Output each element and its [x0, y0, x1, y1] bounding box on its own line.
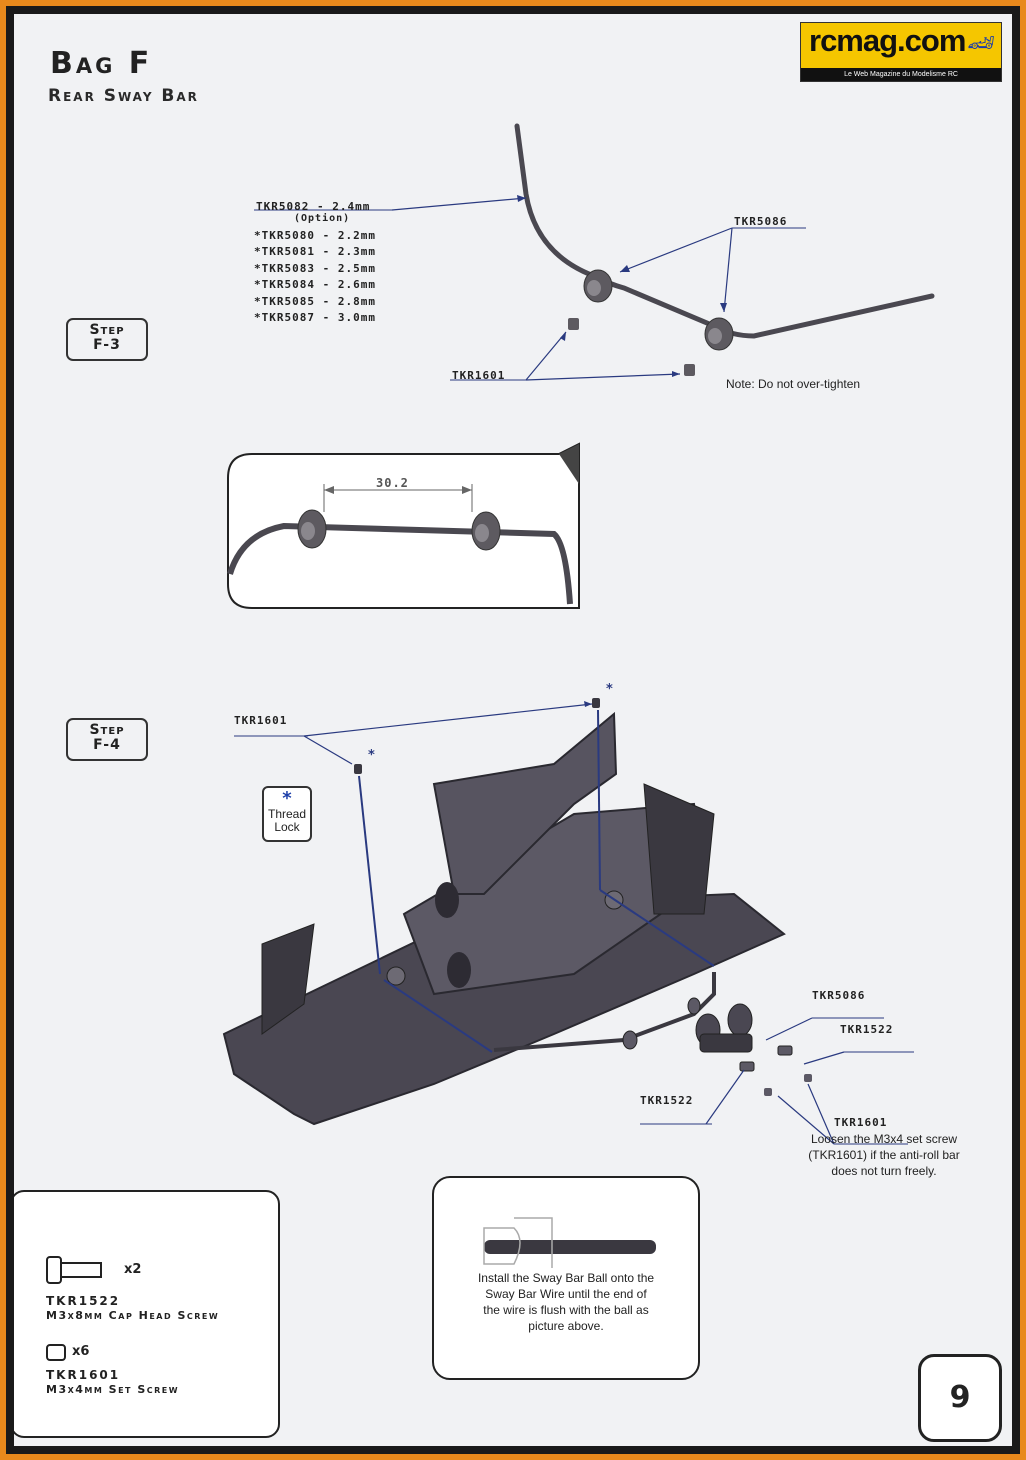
step-f4-diagram	[222, 698, 914, 1145]
part-qty: x6	[72, 1344, 90, 1359]
set-screw	[568, 318, 579, 330]
sway-bar-wire	[484, 1240, 656, 1254]
leader-line	[303, 735, 353, 765]
leader-line	[303, 703, 593, 737]
leader-line	[525, 373, 681, 381]
leader-line	[705, 1069, 745, 1125]
page-subtitle: Rear Sway Bar	[48, 86, 199, 106]
thread-lock-badge: * Thread Lock	[262, 786, 312, 842]
front-bulkhead-plate	[643, 783, 715, 915]
output-cup	[447, 952, 471, 988]
mount-part-label: TKR5086	[812, 989, 866, 1002]
step-word: Step	[89, 722, 125, 738]
leader-line	[525, 331, 567, 381]
part-code: TKR1522	[46, 1294, 121, 1308]
shock-tower	[432, 711, 618, 895]
option-label: (Option)	[294, 213, 351, 224]
exploded-sway-bar-mount	[695, 1003, 753, 1053]
rear-wing-plate	[261, 923, 315, 1035]
option-part-2: *TKR5081 - 2.3mm	[254, 245, 376, 258]
thread-lock-marker: *	[606, 682, 613, 697]
sway-bar-ball-illustration	[483, 1217, 656, 1268]
sway-bar-mount-right	[704, 317, 734, 351]
part-qty: x2	[124, 1262, 142, 1277]
set-screw-part-label: TKR1601	[834, 1116, 888, 1129]
guide-line	[358, 775, 381, 975]
set-screw	[354, 764, 362, 774]
guide-line	[597, 709, 601, 891]
rcmag-logo[interactable]: rcmag.com 🏎 Le Web Magazine du Modelisme…	[800, 22, 1002, 82]
option-part-1: *TKR5080 - 2.2mm	[254, 229, 376, 242]
step-id: F-4	[93, 737, 121, 753]
loosen-note: Loosen the M3x4 set screw (TKR1601) if t…	[808, 1132, 960, 1178]
set-screw-part-label: TKR1601	[234, 714, 288, 727]
leader-line	[619, 227, 733, 273]
cap-head-screw-icon	[46, 1256, 102, 1284]
set-screw	[684, 364, 695, 376]
detail-mount-left	[297, 509, 327, 549]
cap-screw	[777, 1045, 793, 1056]
parts-list-panel: x2 TKR1522 M3x8mm Cap Head Screw x6 TKR1…	[14, 1190, 280, 1438]
option-part-5: *TKR5085 - 2.8mm	[254, 295, 376, 308]
option-part-3: *TKR5083 - 2.5mm	[254, 262, 376, 275]
guide-line	[599, 889, 715, 967]
leader-line	[391, 197, 527, 211]
step-id: F-3	[93, 337, 121, 353]
sway-bar-part-label: TKR5082 - 2.4mm	[256, 200, 371, 213]
logo-tagline: Le Web Magazine du Modelisme RC	[801, 68, 1001, 81]
sway-bar-mount-left	[583, 269, 613, 303]
sway-bar-mount	[622, 1030, 638, 1050]
thread-lock-marker: *	[368, 748, 375, 763]
leader-line	[765, 1017, 813, 1041]
detail-mount-right	[471, 511, 501, 551]
leader-line	[777, 1095, 835, 1145]
leader-line	[803, 1051, 845, 1065]
cap-screw-part-label: TKR1522	[640, 1094, 694, 1107]
detail-box	[227, 442, 580, 609]
mount-part-label: TKR5086	[734, 215, 788, 228]
set-screw	[764, 1088, 772, 1096]
thread-lock-text: Lock	[274, 820, 300, 834]
set-screw-icon	[46, 1344, 66, 1361]
option-part-6: *TKR5087 - 3.0mm	[254, 311, 376, 324]
leader-line	[723, 227, 733, 313]
step-f3-badge: Step F-3	[66, 318, 148, 361]
cap-screw	[739, 1061, 755, 1072]
dimension-label: 30.2	[376, 476, 409, 490]
sway-bar-mount	[687, 997, 701, 1015]
set-screw	[804, 1074, 812, 1082]
option-part-4: *TKR5084 - 2.6mm	[254, 278, 376, 291]
step-word: Step	[89, 322, 125, 338]
guide-line	[383, 979, 493, 1053]
part-code: TKR1601	[46, 1368, 121, 1382]
manual-page: Bag F Rear Sway Bar rcmag.com 🏎 Le Web M…	[14, 14, 1012, 1446]
cap-screw-part-label: TKR1522	[840, 1023, 894, 1036]
set-screw-part-label: TKR1601	[452, 369, 506, 382]
page-title: Bag F	[50, 46, 153, 81]
thread-lock-text: Thread	[267, 807, 307, 821]
step-f4-badge: Step F-4	[66, 718, 148, 761]
install-note: Install the Sway Bar Ball onto the Sway …	[477, 1271, 655, 1333]
leader-line	[807, 1083, 835, 1145]
part-desc: M3x8mm Cap Head Screw	[46, 1309, 220, 1322]
output-cup	[435, 882, 459, 918]
asterisk-icon: *	[282, 788, 292, 809]
detail-sway-bar	[227, 522, 573, 605]
tightening-note: Note: Do not over-tighten	[726, 377, 861, 391]
set-screw	[592, 698, 600, 708]
part-desc: M3x4mm Set Screw	[46, 1383, 180, 1396]
page-number: 9	[918, 1354, 1002, 1442]
logo-text: rcmag.com	[809, 23, 966, 58]
sway-bar-ball-outline	[483, 1227, 521, 1265]
sway-bar-ball	[386, 966, 406, 986]
step-f3-diagram	[227, 123, 935, 609]
rc-car-icon: 🏎	[967, 31, 995, 56]
install-note-box: Install the Sway Bar Ball onto the Sway …	[432, 1176, 700, 1380]
